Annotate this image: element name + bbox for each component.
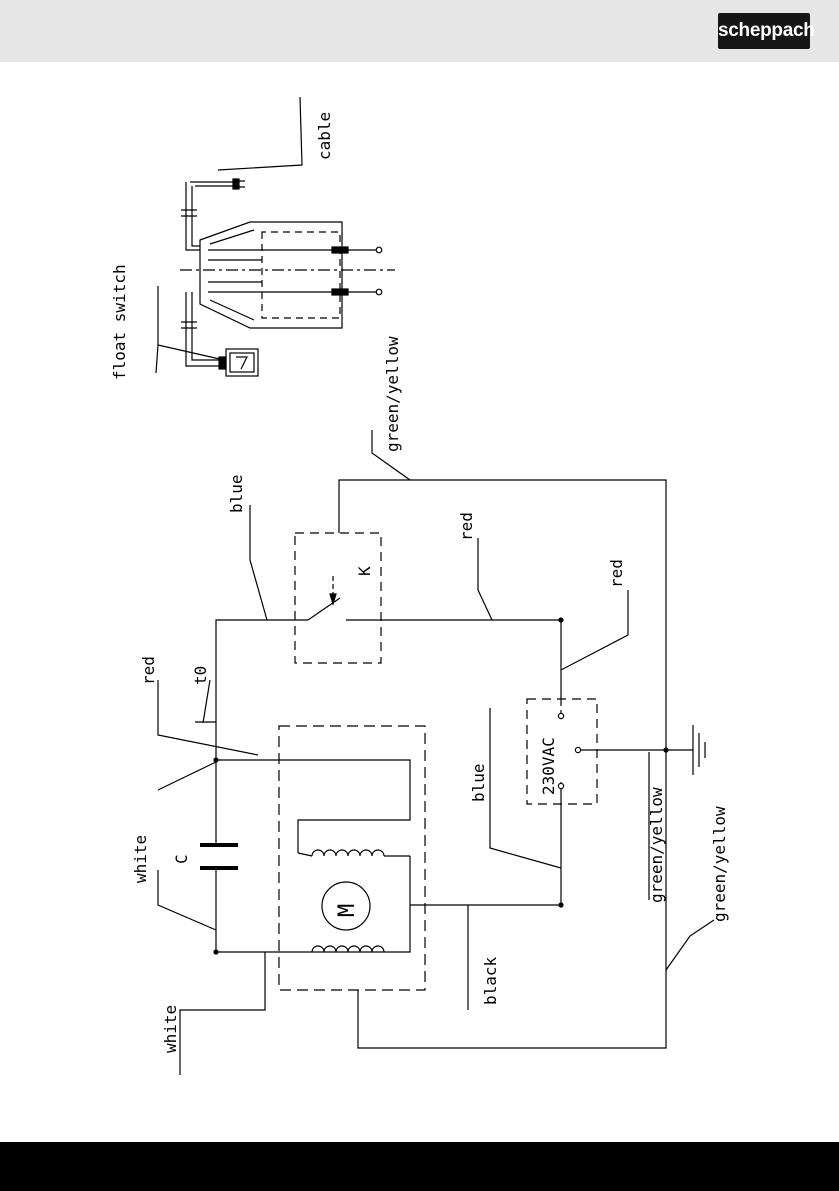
page-footer [0,1142,839,1191]
plug-icon [233,179,239,189]
label-red-left: red [139,656,158,685]
pump-body [200,222,342,328]
label-c: C [172,854,191,864]
label-red-far-right: red [607,559,626,588]
pump-sketch [156,97,395,376]
ground-icon [693,725,705,775]
terminal-icon [376,247,382,253]
label-green-yellow-top: green/yellow [383,336,402,452]
label-green-yellow-bottom: green/yellow [710,806,729,922]
coil-icon [312,850,384,856]
label-blue-bottom: blue [469,763,488,802]
label-red-right: red [457,512,476,541]
coil-icon [312,946,384,952]
label-m: M [335,904,360,917]
label-cable: cable [315,112,334,160]
label-230vac: 230VAC [539,737,558,795]
label-float-switch: float switch [110,264,129,380]
label-white-top: white [131,835,150,883]
label-white-bottom: white [161,1005,180,1053]
relay-box [295,533,381,663]
label-blue-top: blue [227,474,246,513]
cable-leader-line [218,97,302,170]
motor-box [279,726,425,990]
label-green-yellow-mid: green/yellow [647,787,666,903]
label-k: K [355,566,374,576]
relay-contact [308,598,340,620]
leader-lines [158,430,714,1075]
wiring [200,480,705,1048]
label-black: black [481,956,500,1005]
label-t0: t0 [191,666,210,685]
terminal-icon [376,289,382,295]
labels: cable float switch green/yellow blue red… [110,112,729,1053]
float-switch-leader-line [158,286,224,360]
